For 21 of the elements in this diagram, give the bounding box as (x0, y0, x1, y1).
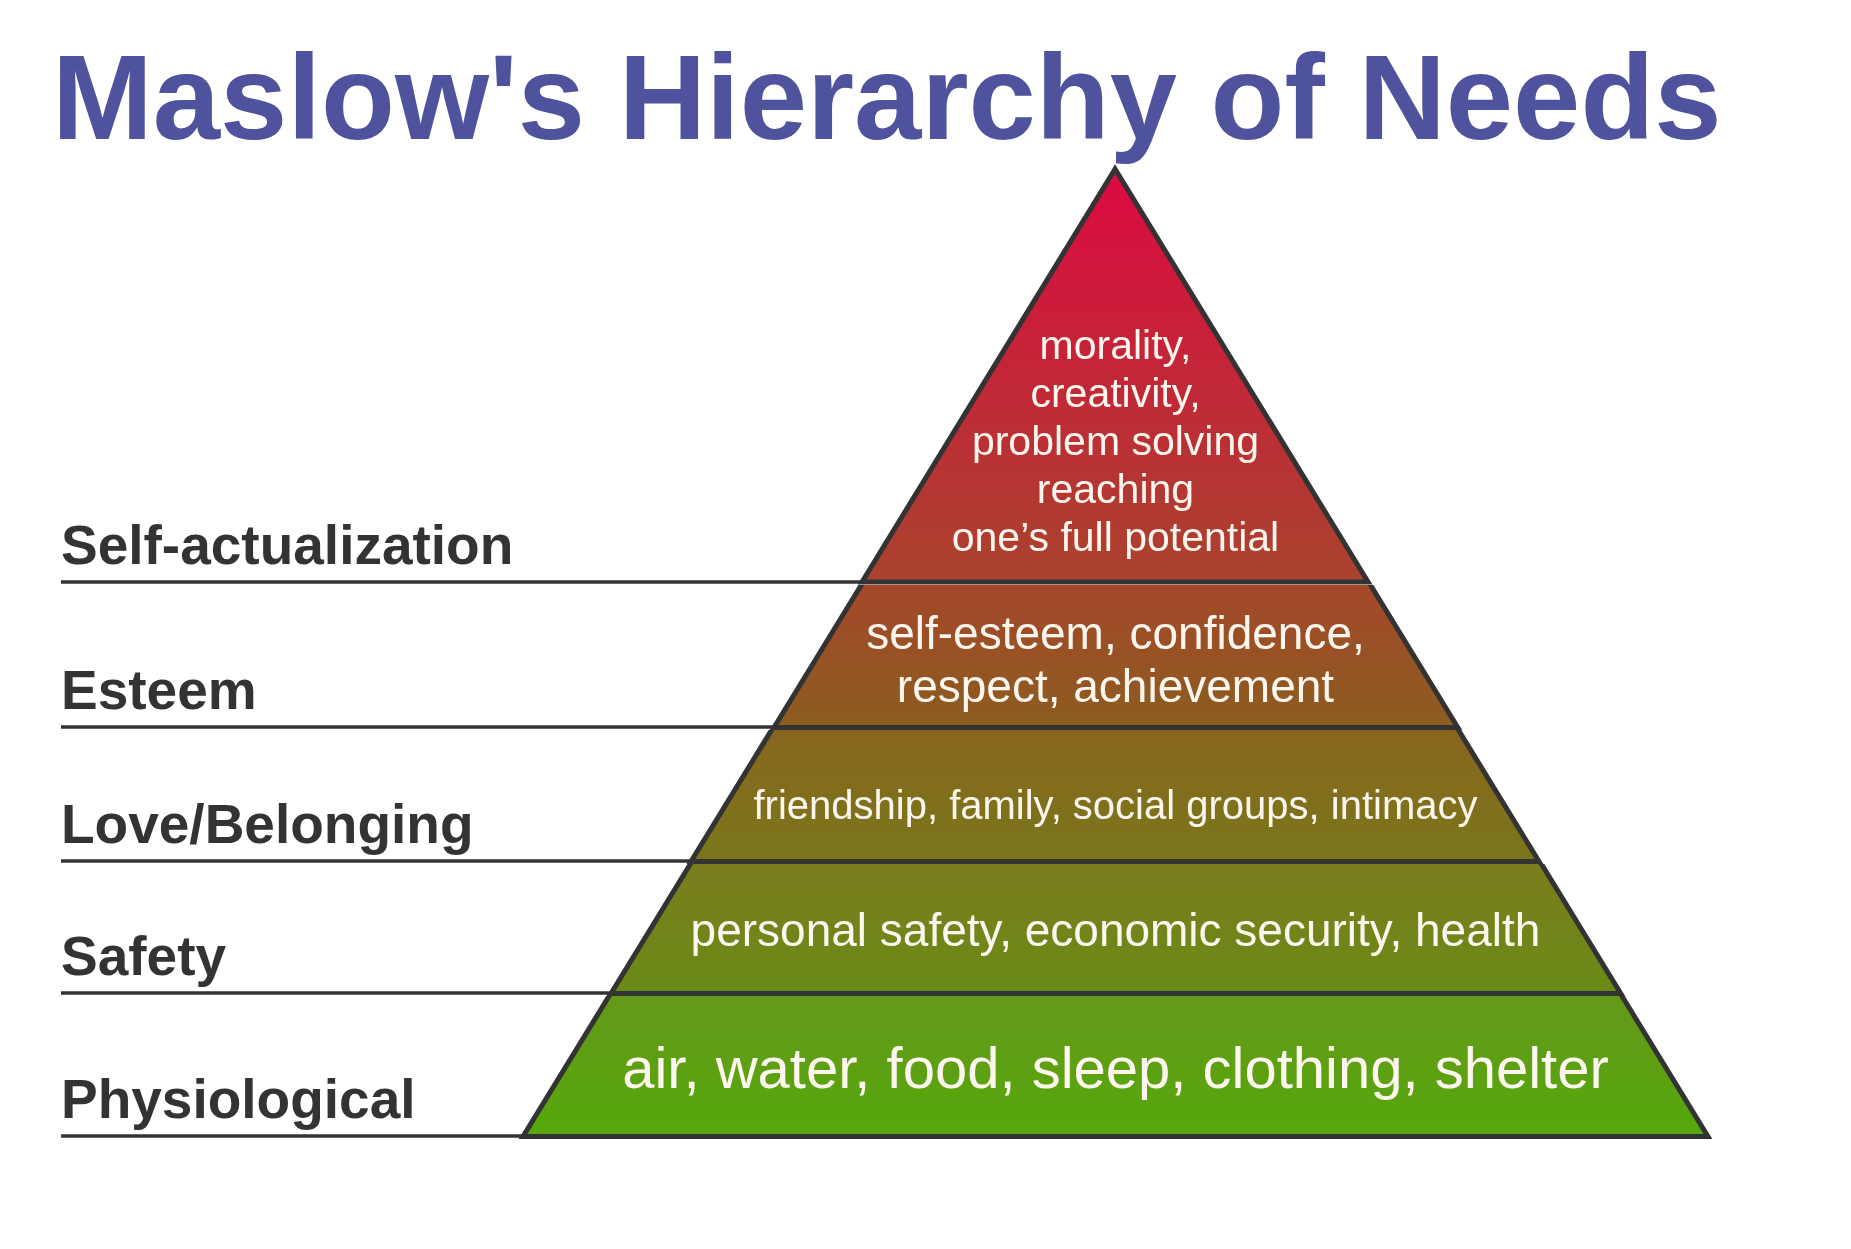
level-label: Esteem (61, 659, 257, 725)
pyramid-tier (517, 995, 1714, 1139)
title: Maslow's Hierarchy of Needs (52, 30, 1722, 164)
level-label: Self-actualization (61, 514, 514, 580)
tier-text: self-esteem, confidence, respect, achievement (865, 607, 1366, 713)
level-label: Love/Belonging (61, 793, 474, 859)
pyramid-tier (604, 863, 1627, 996)
pyramid-tier (685, 729, 1546, 864)
tier-text: morality, creativity, problem solving reaching one’s full potential (950, 321, 1281, 561)
level-label: Physiological (61, 1068, 416, 1134)
leader-line (61, 859, 692, 863)
leader-line (61, 580, 863, 584)
tier-text: friendship, family, social groups, intimacy (753, 782, 1478, 829)
pyramid-tier (767, 584, 1464, 730)
tier-text: personal safety, economic security, health (690, 903, 1541, 957)
pyramid-tier (856, 164, 1375, 585)
level-label: Safety (61, 925, 227, 991)
leader-line (61, 991, 611, 995)
leader-line (61, 1134, 523, 1138)
tier-text: air, water, food, sleep, clothing, shelter (622, 1035, 1609, 1101)
leader-line (61, 725, 774, 729)
